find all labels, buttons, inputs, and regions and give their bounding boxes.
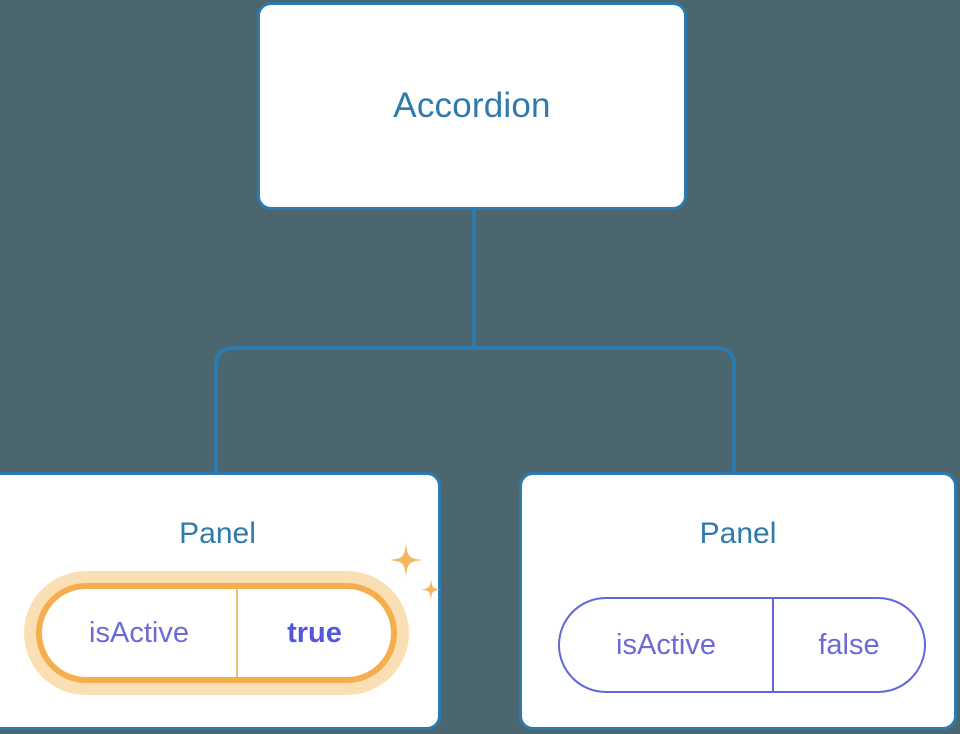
prop-pill-isactive-true[interactable]: isActive true — [36, 583, 397, 683]
connector-branch-bar — [214, 346, 736, 474]
prop-pill-highlight-wrapper: isActive true — [24, 571, 409, 695]
prop-value: true — [287, 616, 342, 649]
prop-key: isActive — [560, 599, 774, 691]
node-panel-left-body: Panel isActive true — [0, 475, 438, 727]
node-accordion[interactable]: Accordion — [257, 2, 687, 210]
node-panel-right-label: Panel — [699, 517, 777, 550]
node-panel-right[interactable]: Panel isActive false — [519, 472, 957, 730]
prop-pill-isactive-false[interactable]: isActive false — [558, 597, 926, 693]
node-panel-left-label: Panel — [179, 517, 256, 550]
node-panel-left[interactable]: Panel isActive true — [0, 472, 441, 730]
prop-value: false — [818, 628, 880, 661]
node-accordion-label: Accordion — [393, 86, 551, 125]
prop-key: isActive — [42, 589, 238, 677]
node-panel-right-body: Panel isActive false — [522, 475, 954, 727]
